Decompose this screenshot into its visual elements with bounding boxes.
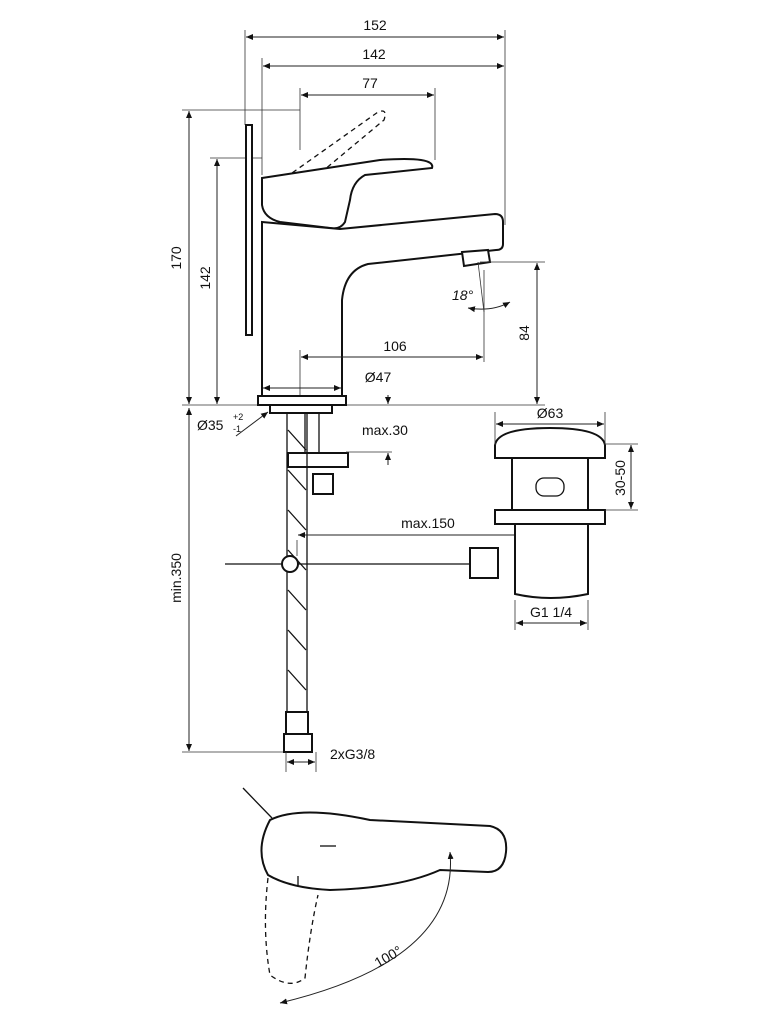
fixing-plate — [287, 452, 349, 468]
deck-dimension-group: max.30 Ø35 +2 -1 max.150 2xG3/8 — [197, 395, 549, 772]
under-deck-assembly — [225, 404, 499, 753]
waste-flange-cap — [494, 426, 606, 459]
rod-clip — [281, 555, 299, 573]
dim-waste-thread: G1 1/4 — [530, 604, 572, 620]
waste-body — [511, 457, 589, 511]
dim-hole-tol-lower: -1 — [233, 424, 241, 434]
dim-hose-thread: 2xG3/8 — [330, 746, 375, 762]
dim-spout-angle: 18° — [452, 287, 474, 303]
faucet-top-view: 100° — [242, 787, 508, 1005]
dim-spout-projection: 106 — [383, 338, 407, 354]
waste-valve: Ø63 30-50 G1 1/4 — [494, 405, 638, 630]
waste-connector — [469, 547, 499, 579]
dim-overall-width: 152 — [363, 17, 387, 33]
dim-lever-rotation: 100° — [372, 942, 405, 970]
dim-base-diameter: Ø47 — [365, 369, 392, 385]
popup-rod — [245, 124, 253, 336]
aerator — [460, 248, 492, 268]
dim-spout-height: 142 — [197, 266, 213, 290]
dim-waste-diameter: Ø63 — [537, 405, 564, 421]
dim-hole-tol-upper: +2 — [233, 412, 243, 422]
dim-body-width: 142 — [362, 46, 386, 62]
hose-fitting — [285, 711, 309, 735]
dim-lever-reach: 77 — [362, 75, 378, 91]
top-dimension-group: 152 142 77 — [244, 17, 506, 225]
dim-spout-to-base: 84 — [516, 325, 532, 341]
hose-connector — [283, 733, 313, 753]
popup-rod-top — [242, 787, 273, 819]
waste-slot — [535, 477, 565, 497]
dim-line-35 — [235, 411, 269, 437]
lever-open-position — [284, 110, 386, 179]
left-dimension-group: 170 142 min.350 — [168, 109, 545, 753]
shank — [269, 404, 333, 414]
waste-tail — [514, 523, 589, 599]
faucet-base — [257, 395, 347, 406]
dim-deck-thickness: max.30 — [362, 422, 408, 438]
dim-hose-length: min.350 — [168, 553, 184, 603]
faucet-side-view — [245, 110, 504, 406]
lever — [261, 158, 434, 230]
fixing-nut — [312, 473, 334, 495]
dim-pull-rod-length: max.150 — [401, 515, 455, 531]
spout-dimension-group: 84 18° 106 Ø47 — [263, 261, 545, 404]
dim-hole-diameter: Ø35 — [197, 417, 224, 433]
dim-total-height: 170 — [168, 246, 184, 270]
dim-waste-range: 30-50 — [612, 460, 628, 496]
dim-arc-100 — [279, 851, 454, 1005]
lever-rotated-position — [264, 877, 319, 984]
waste-lower-flange — [494, 509, 606, 525]
